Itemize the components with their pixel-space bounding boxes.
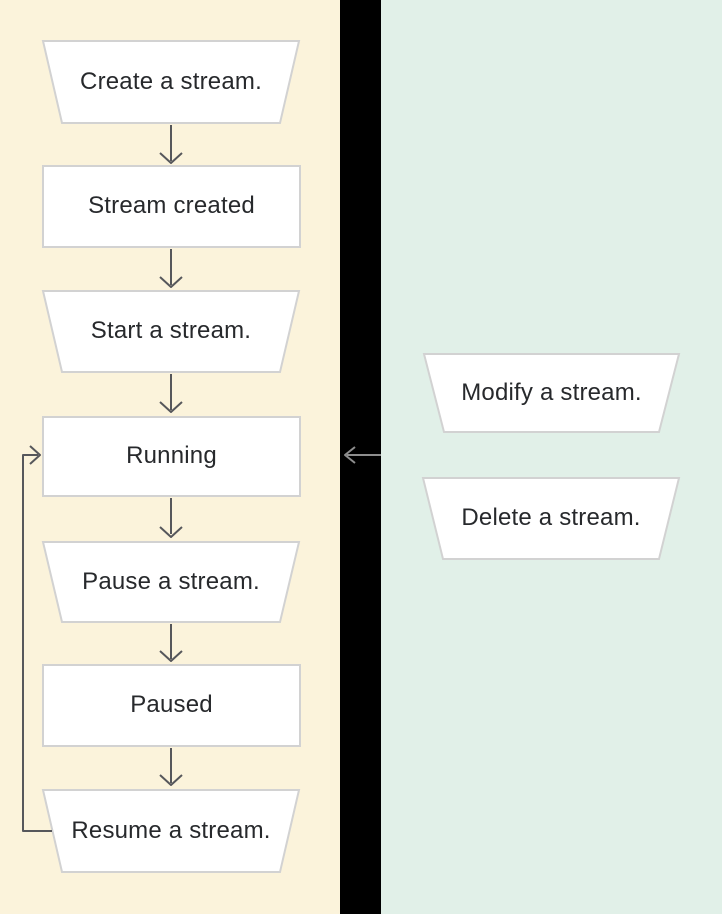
node-pause-a-stream[interactable]: Pause a stream. [82, 567, 260, 595]
edge-actions-to-running [344, 446, 381, 464]
node-delete-a-stream[interactable]: Delete a stream. [461, 504, 641, 532]
shape-start-a-stream [41, 290, 301, 373]
edge-created-to-start [159, 249, 183, 288]
shape-pause-a-stream [41, 541, 301, 623]
edge-resume-loop-to-running [22, 445, 52, 832]
edge-paused-to-resume [159, 748, 183, 786]
shape-paused [42, 664, 301, 747]
node-paused[interactable]: Paused [130, 691, 213, 719]
node-create-a-stream[interactable]: Create a stream. [80, 67, 262, 95]
node-running[interactable]: Running [126, 442, 217, 470]
edge-create-to-created [159, 125, 183, 164]
shape-modify-a-stream [422, 353, 681, 433]
edge-running-to-pause [159, 498, 183, 538]
node-resume-a-stream[interactable]: Resume a stream. [71, 816, 271, 844]
shape-stream-created [42, 165, 301, 248]
actions-panel [381, 0, 722, 914]
node-start-a-stream[interactable]: Start a stream. [90, 317, 252, 345]
shape-running [42, 416, 301, 497]
node-stream-created[interactable]: Stream created [88, 192, 255, 220]
shape-resume-a-stream [41, 789, 301, 873]
edge-pause-to-paused [159, 624, 183, 662]
edge-start-to-running [159, 374, 183, 413]
shape-create-a-stream [41, 40, 301, 124]
node-modify-a-stream[interactable]: Modify a stream. [461, 378, 642, 406]
shape-delete-a-stream [421, 477, 681, 560]
